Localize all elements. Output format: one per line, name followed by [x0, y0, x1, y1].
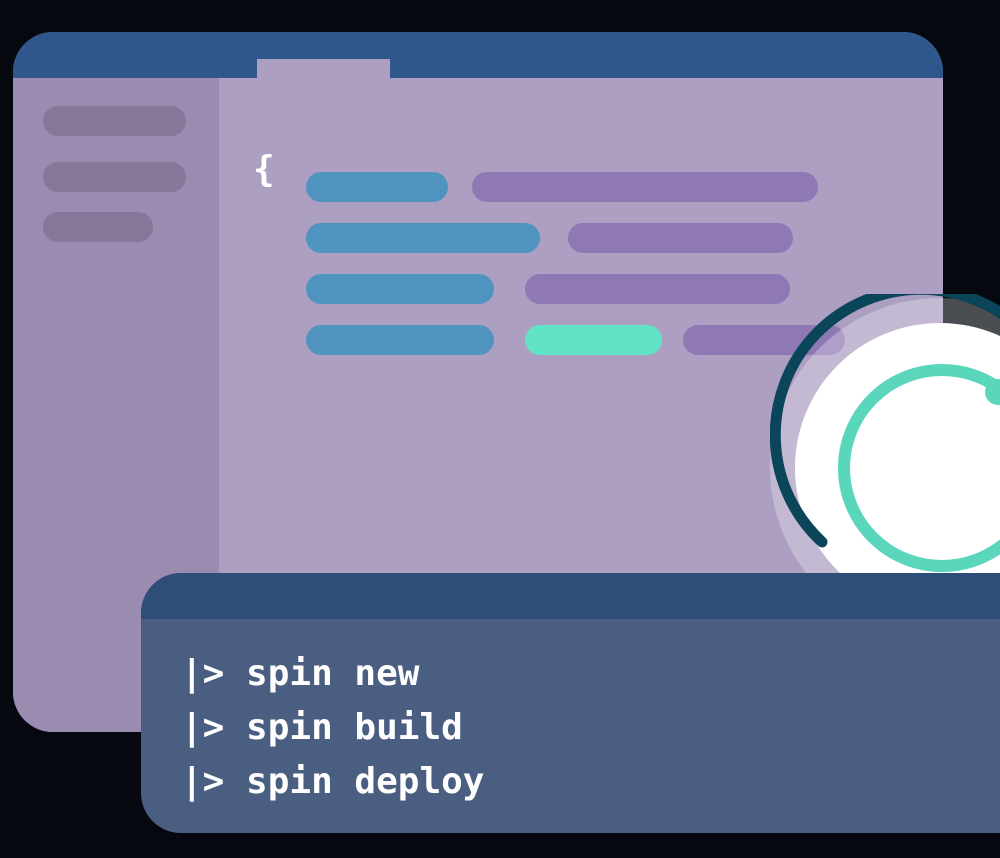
- terminal-titlebar: [141, 573, 1000, 619]
- terminal-command-line: |> spin new: [181, 647, 484, 701]
- code-highlight-placeholder: [525, 325, 662, 355]
- terminal-prompt: |>: [181, 707, 225, 748]
- terminal-command-line: |> spin build: [181, 701, 484, 755]
- spin-circle-logo-icon: [769, 283, 1000, 644]
- terminal-window: |> spin new |> spin build |> spin deploy: [141, 573, 1000, 833]
- terminal-output: |> spin new |> spin build |> spin deploy: [181, 647, 484, 809]
- terminal-command: spin deploy: [246, 761, 485, 802]
- code-open-brace: {: [253, 149, 275, 190]
- sidebar-placeholder-line: [43, 212, 153, 242]
- code-value-placeholder: [472, 172, 818, 202]
- terminal-prompt: |>: [181, 761, 225, 802]
- terminal-command: spin new: [246, 653, 420, 694]
- terminal-command: spin build: [246, 707, 463, 748]
- code-key-placeholder: [306, 274, 494, 304]
- terminal-command-line: |> spin deploy: [181, 755, 484, 809]
- code-key-placeholder: [306, 172, 448, 202]
- sidebar-placeholder-line: [43, 162, 186, 192]
- code-key-placeholder: [306, 325, 494, 355]
- code-value-placeholder: [525, 274, 790, 304]
- code-key-placeholder: [306, 223, 540, 253]
- code-value-placeholder: [568, 223, 793, 253]
- editor-sidebar: [13, 78, 219, 732]
- editor-tab: [257, 59, 390, 81]
- sidebar-placeholder-line: [43, 106, 186, 136]
- terminal-prompt: |>: [181, 653, 225, 694]
- editor-titlebar: [13, 32, 943, 78]
